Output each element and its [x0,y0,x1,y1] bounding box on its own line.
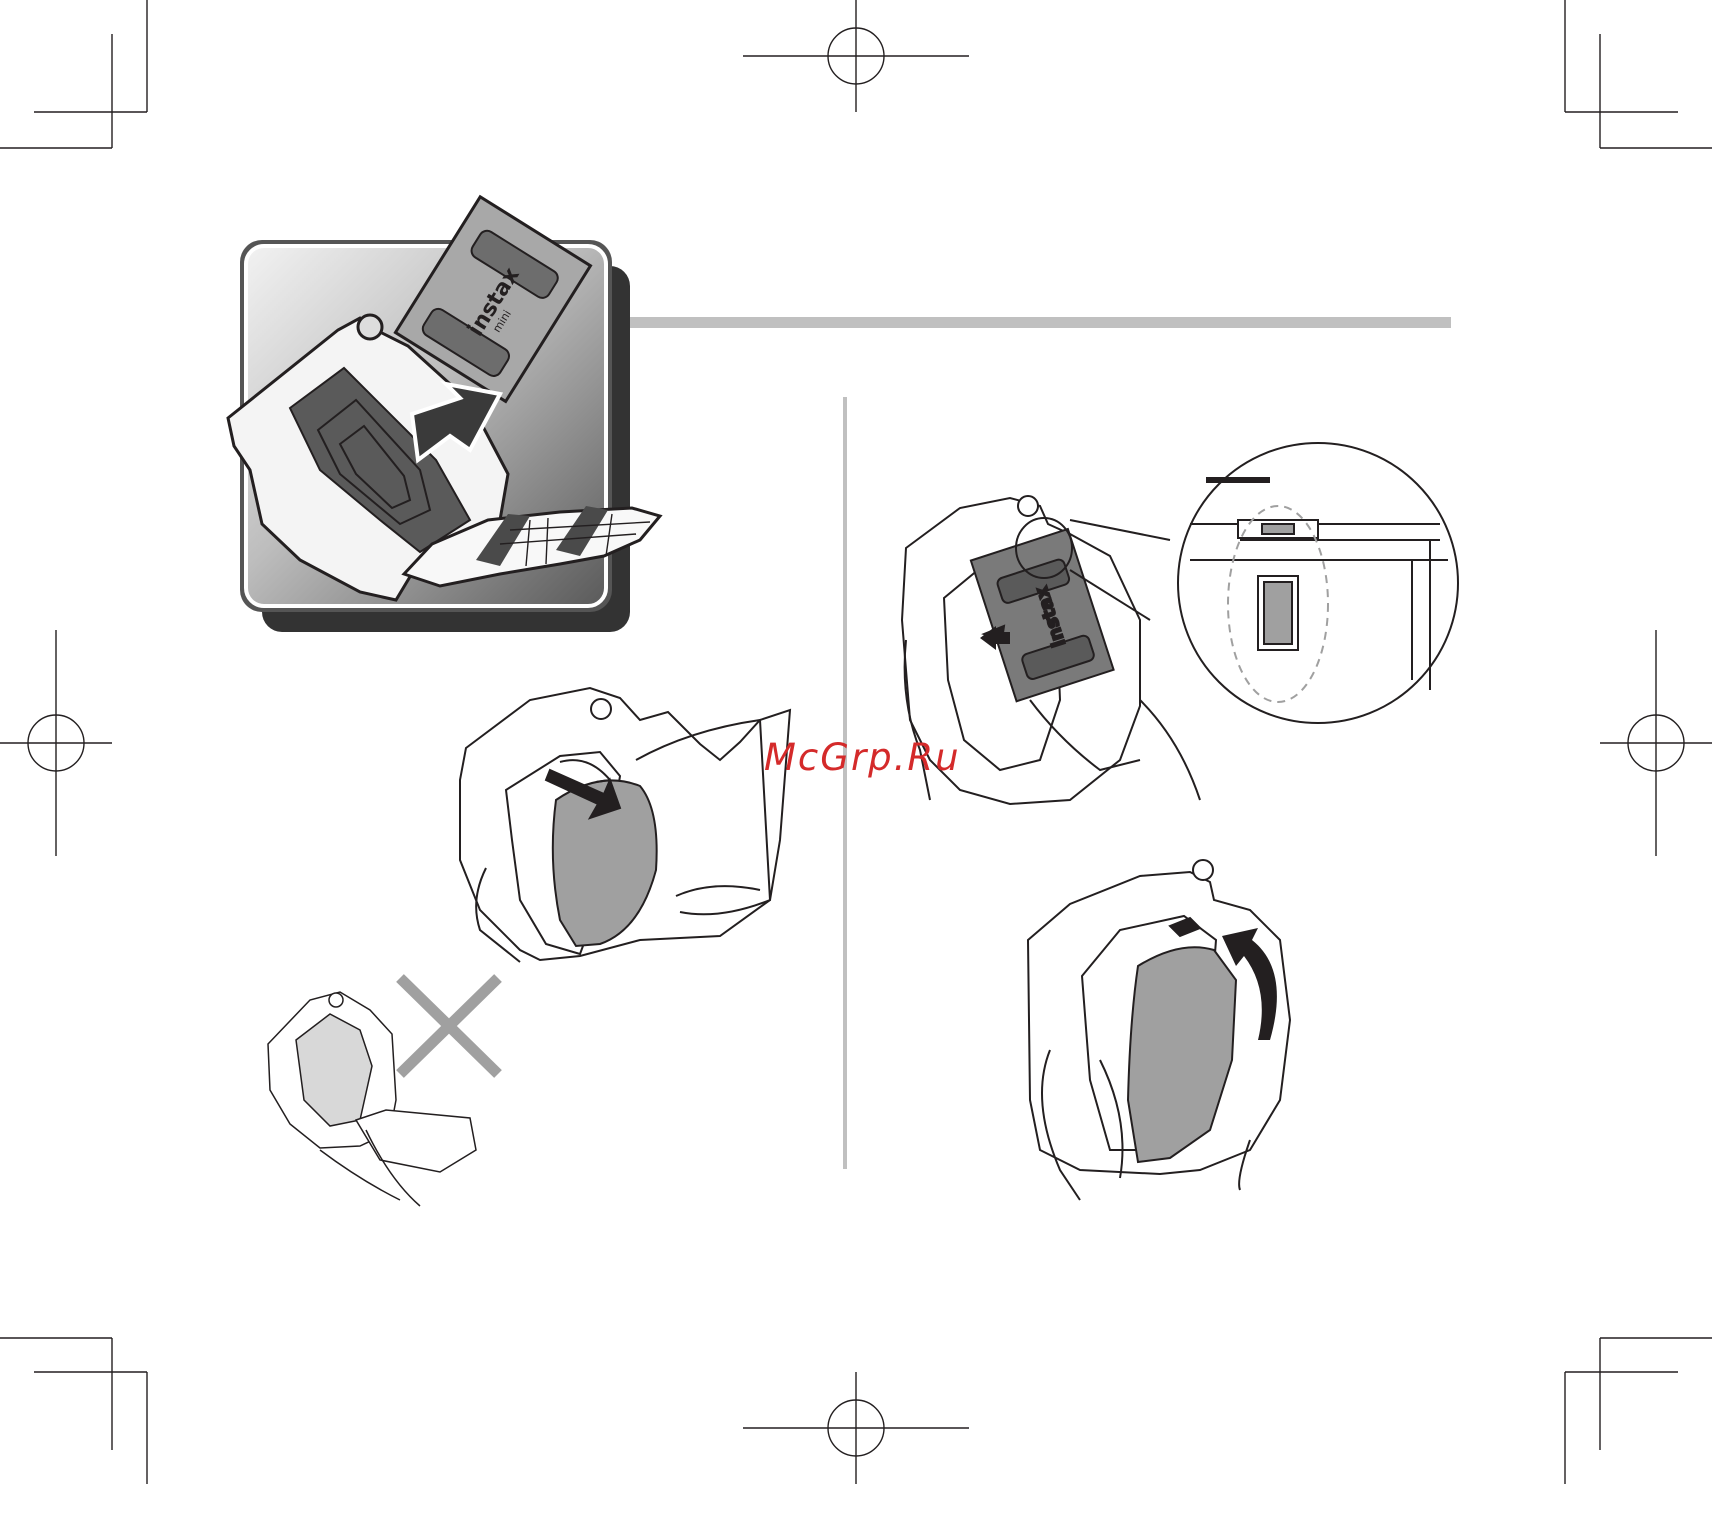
open-cover-illustration [460,688,790,962]
column-divider [843,397,847,1169]
registration-mark-right [1600,630,1712,856]
close-cover-illustration [1028,860,1290,1200]
registration-mark-top [743,0,969,112]
registration-mark-left [0,630,112,856]
film-loading-icon: instax mini [228,197,660,632]
watermark-text: McGrp.Ru [764,736,961,779]
section-header-rule [600,317,1451,328]
registration-mark-bottom [743,1372,969,1484]
prohibited-x-mark [400,978,498,1074]
